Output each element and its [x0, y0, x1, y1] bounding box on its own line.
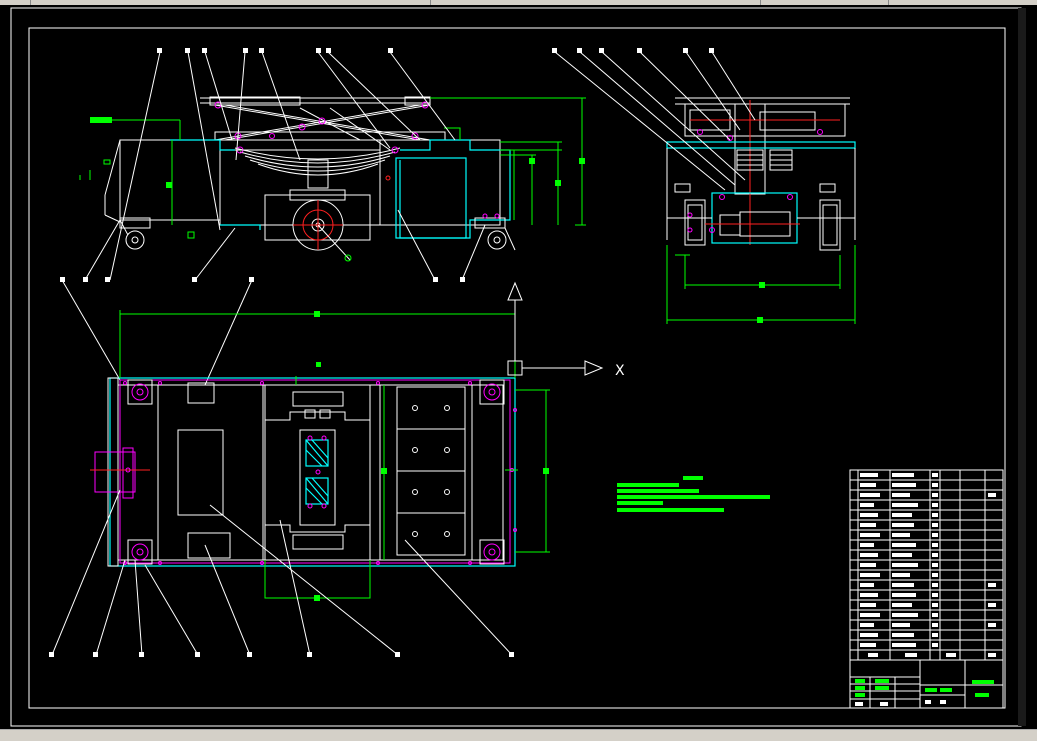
- front-view-leaders: [61, 51, 486, 386]
- title-block: [849, 659, 1004, 709]
- front-view-balloons: [60, 48, 465, 282]
- parts-list-table: [849, 469, 1004, 661]
- inner-frame: [28, 27, 1006, 709]
- side-view-leaders: [552, 48, 756, 191]
- vertical-scrollbar[interactable]: [1018, 8, 1026, 726]
- tab-4[interactable]: [760, 0, 889, 5]
- front-view-dimensions: [166, 97, 586, 226]
- ucs-axis-indicator: X: [507, 281, 625, 379]
- plan-view-leaders: [49, 489, 514, 657]
- front-view: [79, 96, 516, 262]
- x-axis-label: X: [615, 363, 625, 379]
- window-top-bar: [0, 0, 1037, 5]
- outer-frame: [10, 7, 1022, 727]
- technical-requirements-notes: [617, 476, 770, 512]
- tab-3[interactable]: [430, 0, 761, 5]
- plan-view: [90, 376, 517, 567]
- tab-1[interactable]: [0, 0, 31, 5]
- side-view: [666, 97, 856, 251]
- side-view-dimensions: [666, 245, 856, 324]
- status-bar: [0, 729, 1037, 741]
- tab-2[interactable]: [30, 0, 431, 5]
